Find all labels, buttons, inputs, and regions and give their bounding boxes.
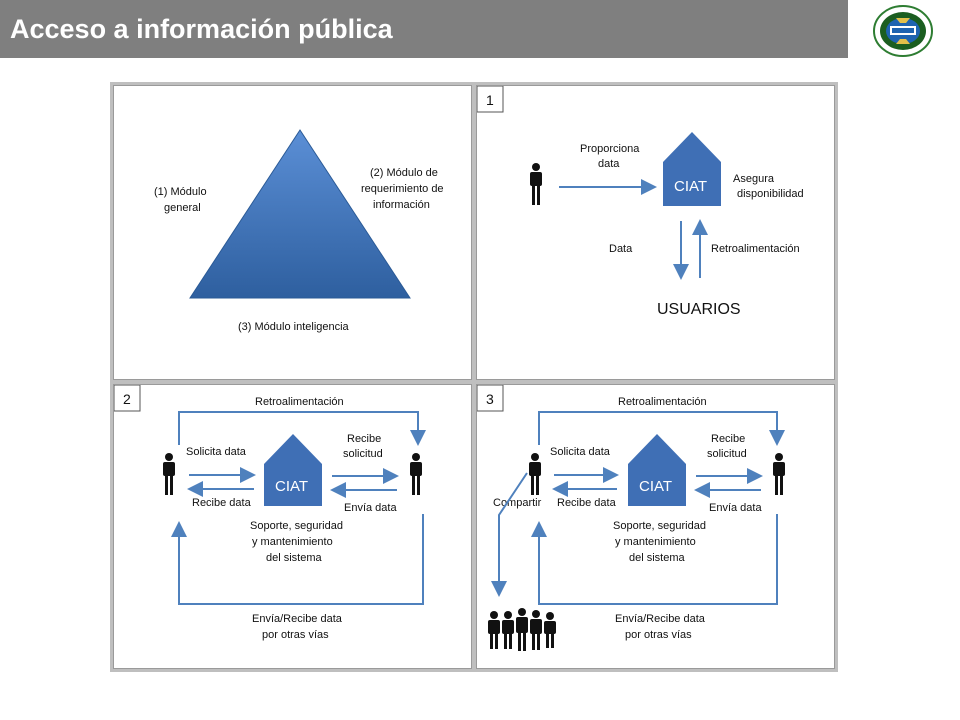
panel-number: 3 [486,391,494,407]
other-line2: por otras vías [262,629,329,641]
person-icon-left [163,453,175,495]
ciat-house [628,434,686,506]
module2-label-line2: requerimiento de [361,183,444,195]
panel-1: 1 Proporciona data CIAT Asegura disponib… [476,85,835,380]
module2-label-line3: información [373,199,430,211]
feedback-label: Retroalimentación [618,396,707,408]
diagram-frame: (1) Módulo general (2) Módulo de requeri… [110,82,838,672]
seal-logo [872,4,934,58]
other-channels-loop-arrow [531,514,778,605]
person-icon-right [410,453,422,495]
feedback-label: Retroalimentación [255,396,344,408]
panel-number: 2 [123,391,131,407]
panel-3: 3 Retroalimentación Solicita data Compar… [476,384,835,669]
receive-request-line2: solicitud [707,448,747,460]
send-data-label: Envía data [344,502,397,514]
panel-2: 2 Retroalimentación Solicita data Recibe… [113,384,472,669]
support-line3: del sistema [266,552,323,564]
receive-request-line1: Recibe [347,433,381,445]
ciat-house [663,132,721,206]
panel-number: 1 [486,92,494,108]
support-line1: Soporte, seguridad [250,520,343,532]
support-line3: del sistema [629,552,686,564]
ciat-label: CIAT [674,178,707,195]
support-line1: Soporte, seguridad [613,520,706,532]
module1-label-line1: (1) Módulo [154,186,207,198]
receive-request-line2: solicitud [343,448,383,460]
other-channels-loop-arrow [171,514,424,605]
other-line2: por otras vías [625,629,692,641]
support-line2: y mantenimiento [615,536,696,548]
feedback-loop-arrow [178,411,426,446]
request-data-label: Solicita data [186,446,247,458]
ciat-label: CIAT [275,478,308,495]
provides-label-line2: data [598,158,620,170]
title-bar: Acceso a información pública [0,0,848,58]
panel-pyramid: (1) Módulo general (2) Módulo de requeri… [113,85,472,380]
receive-data-label: Recibe data [192,497,252,509]
share-arrow [491,472,528,597]
person-icon-right [773,453,785,495]
ensures-label-line2: disponibilidad [737,188,804,200]
ciat-label: CIAT [639,478,672,495]
module3-label: (3) Módulo inteligencia [238,321,350,333]
send-data-label: Envía data [709,502,762,514]
module2-label-line1: (2) Módulo de [370,167,438,179]
module1-label-line2: general [164,202,201,214]
group-of-people-icon [488,608,556,651]
receive-request-line1: Recibe [711,433,745,445]
users-label: USUARIOS [657,301,741,318]
data-label: Data [609,243,633,255]
provides-label-line1: Proporciona [580,143,640,155]
person-icon-left [529,453,541,495]
ciat-house [264,434,322,506]
page-title: Acceso a información pública [10,14,393,44]
support-line2: y mantenimiento [252,536,333,548]
feedback-loop-arrow [538,411,785,446]
pyramid-shape [189,129,411,299]
panel-number-box [114,385,141,412]
share-label: Compartir [493,497,542,509]
request-data-label: Solicita data [550,446,611,458]
other-line1: Envía/Recibe data [615,613,706,625]
panel-number-box [477,385,504,412]
receive-data-label: Recibe data [557,497,617,509]
feedback-label: Retroalimentación [711,243,800,255]
person-icon [530,163,542,205]
panel-number-box [477,86,504,113]
ensures-label-line1: Asegura [733,173,775,185]
other-line1: Envía/Recibe data [252,613,343,625]
